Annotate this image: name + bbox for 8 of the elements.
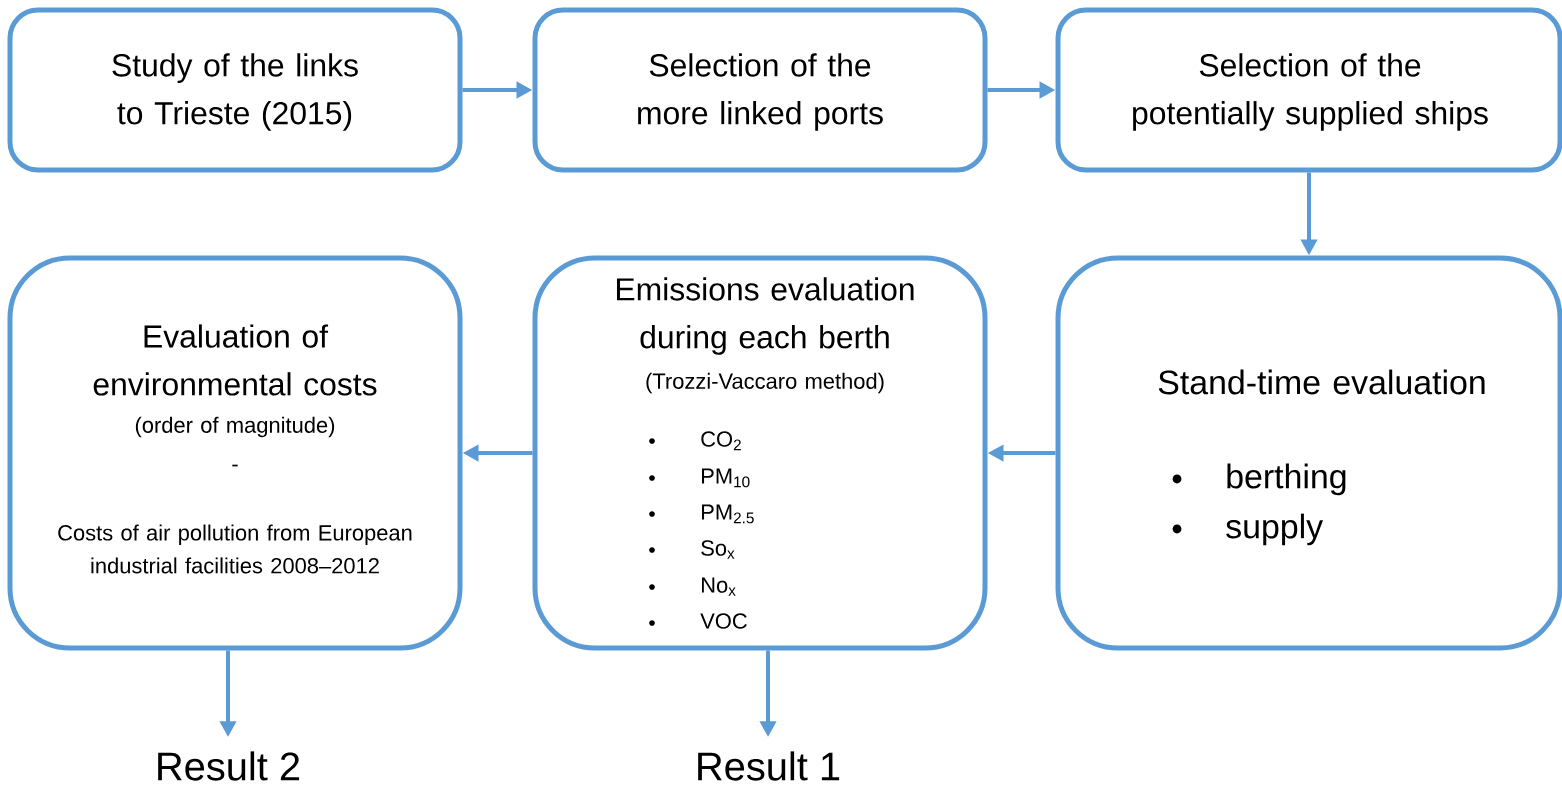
process-box: Stand-time evaluation berthing supply xyxy=(1055,255,1562,651)
process-box: Selection of the potentially supplied ships xyxy=(1055,7,1562,173)
process-box: Selection of the more linked ports xyxy=(532,7,988,173)
process-box: Emissions evaluation during each berth (Trozzi-Vaccaro method) CO$_{2}$ PM$_{10}$ PM$_{2.5}$ So$_{x}$ No$_{x}$ VOC xyxy=(532,255,988,651)
result-label: Result 1 xyxy=(698,751,840,781)
result-label: Result 2 xyxy=(158,751,300,781)
process-box: Study of the links to Trieste (2015) xyxy=(7,7,463,173)
process-box: Evaluation of environmental costs (order of magnitude) - Costs of air pollution from European industrial facilities 2008–2012 xyxy=(7,255,463,651)
